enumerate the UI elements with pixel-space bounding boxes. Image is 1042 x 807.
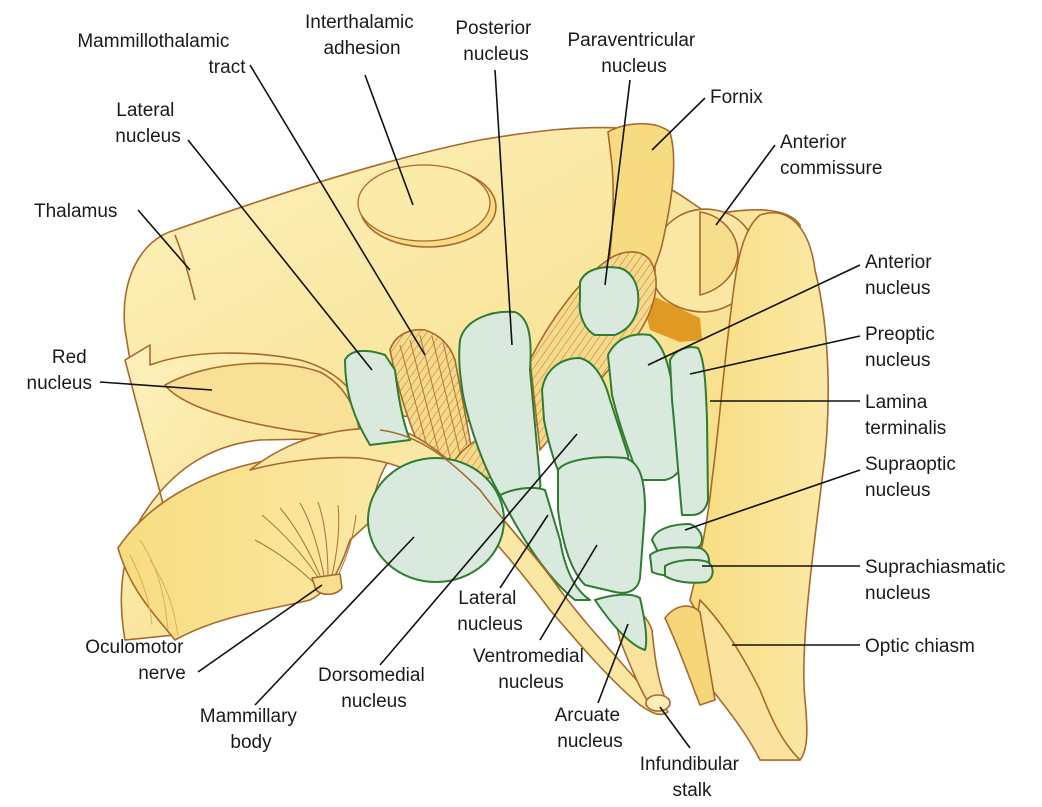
paraventricular-nucleus-shape	[578, 266, 640, 336]
leader-oculomotor-nerve	[197, 584, 323, 673]
interthalamic-adhesion-shape	[357, 164, 497, 248]
lateral-nucleus-top-shape	[344, 349, 411, 446]
oculomotor-region	[117, 450, 396, 641]
label-oculomotor-nerve: Oculomotor nerve	[85, 637, 188, 684]
label-suprachiasmatic-nucleus: Suprachiasmatic nucleus	[865, 557, 1011, 604]
label-red-nucleus: Red nucleus	[27, 347, 93, 394]
brainstem-region	[120, 344, 365, 641]
leader-fornix	[651, 97, 706, 151]
arcuate-nucleus-shape	[594, 593, 648, 651]
label-lateral-nucleus-bottom: Lateral nucleus	[457, 588, 523, 635]
leader-thalamus	[137, 209, 191, 271]
label-arcuate-nucleus: Arcuate nucleus	[555, 705, 626, 752]
leader-lines	[99, 64, 861, 749]
label-lateral-nucleus-top: Lateral nucleus	[115, 100, 181, 147]
leader-mammillary-body	[254, 536, 415, 706]
labels: Mammillothalamic tract Interthalamic adh…	[27, 12, 1011, 801]
label-interthalamic-adhesion: Interthalamic adhesion	[305, 12, 419, 59]
anterior-commissure-shape	[654, 208, 757, 313]
leader-dorsomedial-nucleus	[379, 433, 578, 666]
leader-ventromedial-nucleus	[539, 544, 598, 641]
leader-lateral-nucleus-top	[187, 139, 373, 371]
label-paraventricular-nucleus: Paraventricular nucleus	[567, 30, 700, 77]
label-optic-chiasm: Optic chiasm	[865, 636, 975, 657]
label-anterior-commissure: Anterior commissure	[780, 132, 882, 179]
label-posterior-nucleus: Posterior nucleus	[455, 18, 536, 65]
lateral-nucleus-bottom-shape	[499, 486, 591, 601]
leader-lateral-nucleus-bottom	[499, 514, 549, 589]
label-infundibular-stalk: Infundibular stalk	[640, 754, 745, 801]
third-ventricle	[640, 290, 702, 342]
leader-supraoptic-nucleus	[684, 469, 861, 531]
label-mammillary-body: Mammillary body	[200, 706, 302, 753]
leader-mammillothalamic-tract	[249, 64, 426, 356]
label-supraoptic-nucleus: Supraoptic nucleus	[865, 454, 961, 501]
label-anterior-nucleus: Anterior nucleus	[865, 252, 937, 299]
leader-arcuate-nucleus	[597, 623, 629, 704]
label-dorsomedial-nucleus: Dorsomedial nucleus	[318, 665, 430, 712]
suprachiasmatic-nucleus-shape-b	[664, 558, 714, 584]
label-ventromedial-nucleus: Ventromedial nucleus	[473, 646, 589, 693]
leader-posterior-nucleus	[494, 69, 513, 346]
leader-preoptic-nucleus	[689, 335, 861, 375]
label-mammillothalamic-tract: Mammillothalamic tract	[77, 31, 246, 78]
label-thalamus: Thalamus	[34, 201, 117, 222]
label-preoptic-nucleus: Preoptic nucleus	[865, 324, 940, 371]
lamina-and-chiasm	[689, 212, 829, 761]
leader-paraventricular-nucleus	[604, 79, 631, 286]
leader-anterior-nucleus	[647, 264, 861, 366]
leader-anterior-commissure	[715, 144, 776, 226]
label-fornix: Fornix	[710, 87, 763, 108]
leader-interthalamic-adhesion	[364, 74, 414, 206]
label-lamina-terminalis: Lamina terminalis	[865, 392, 946, 439]
leader-red-nucleus	[99, 381, 213, 391]
leader-infundibular-stalk	[659, 706, 691, 749]
ventromedial-nucleus-shape	[557, 456, 646, 594]
preoptic-nucleus-shape	[669, 346, 709, 516]
nuclei	[344, 266, 714, 651]
